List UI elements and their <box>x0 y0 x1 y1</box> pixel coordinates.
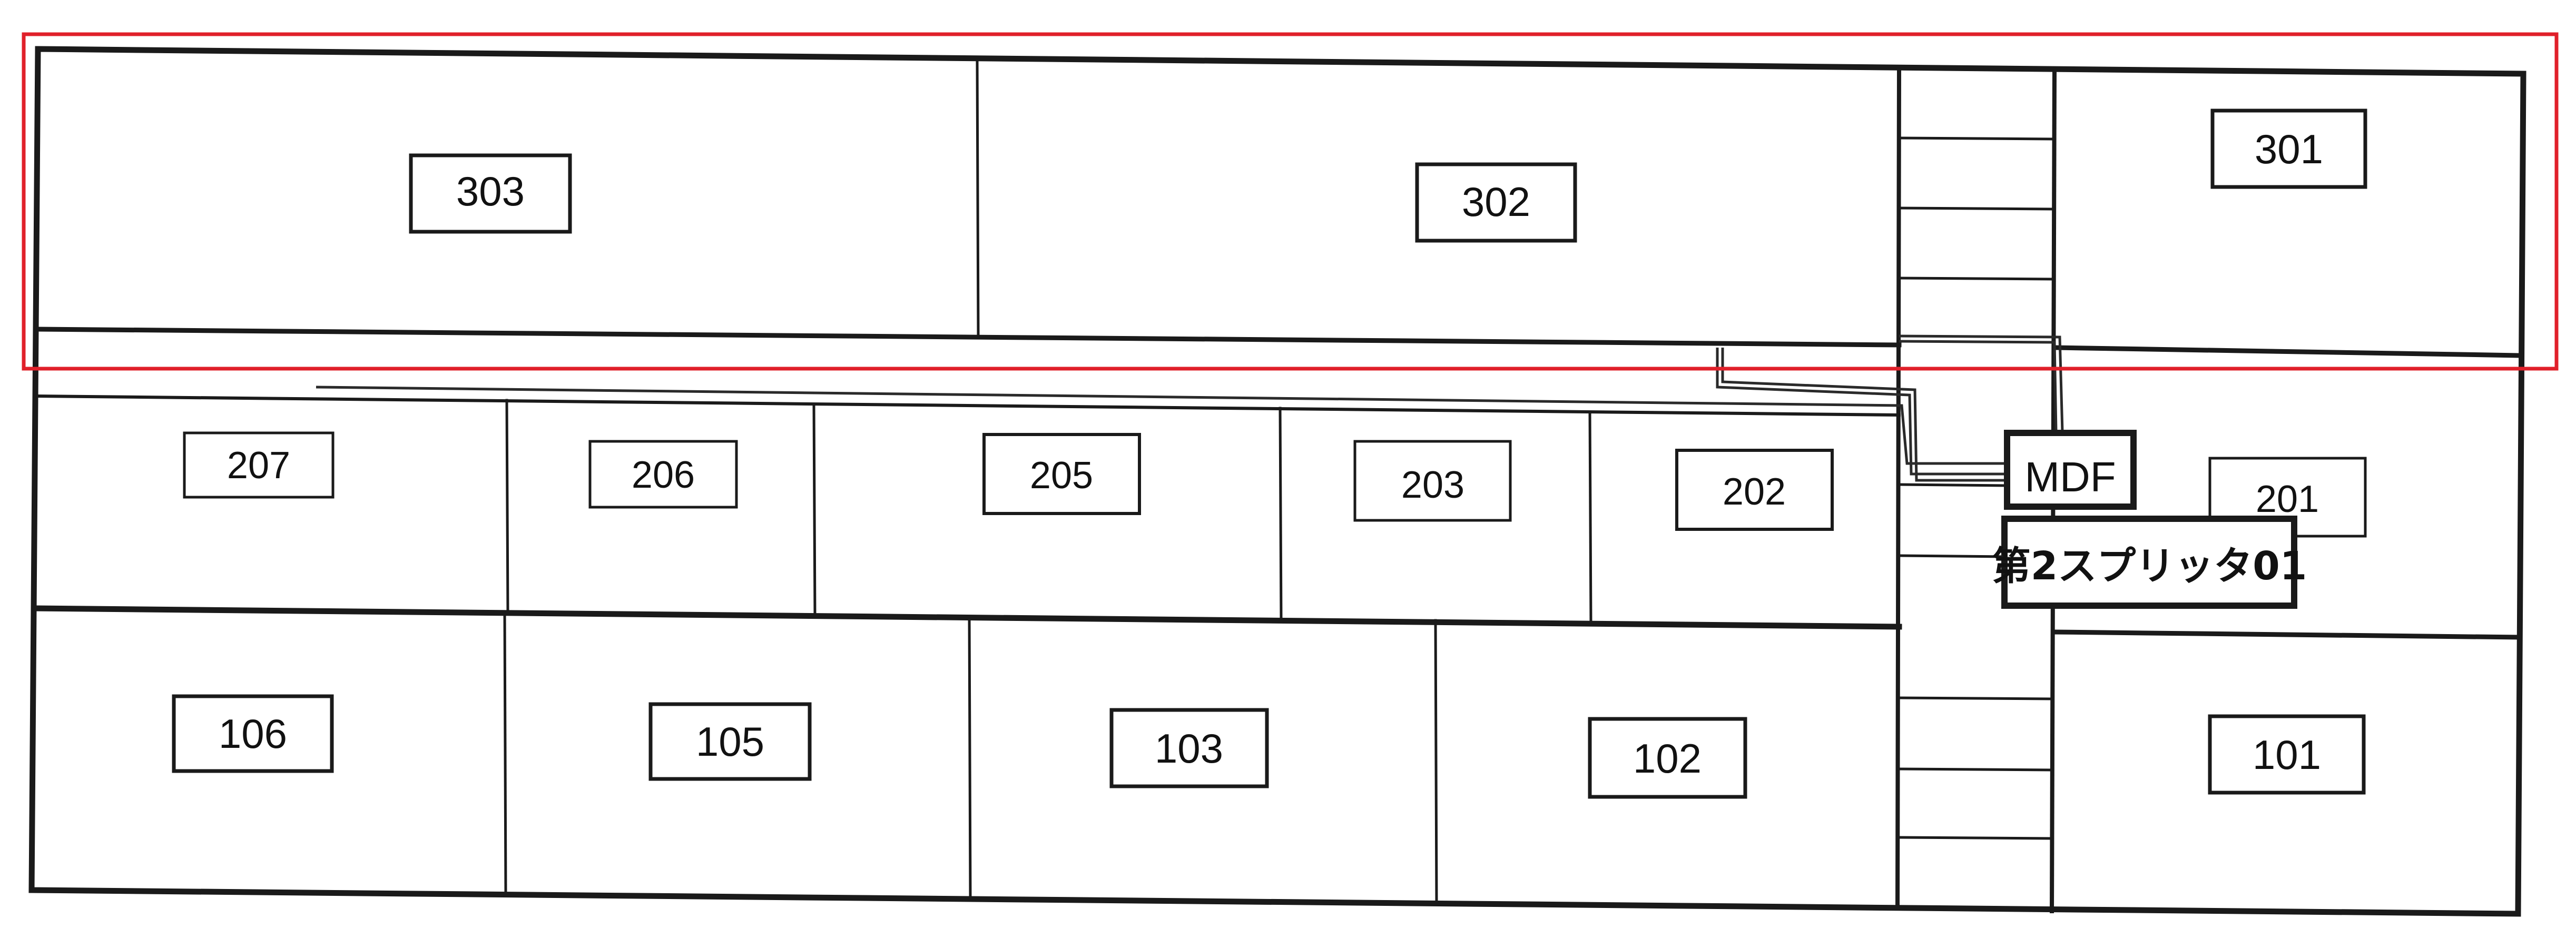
stair-left-wall <box>1895 65 1902 911</box>
wall-row2-bottom <box>32 605 1902 630</box>
divider-303-302 <box>976 61 980 339</box>
room-101[interactable]: 101 <box>2208 714 2366 795</box>
divider-203-202 <box>1588 410 1592 626</box>
divider-206-205 <box>812 404 817 619</box>
building-walls <box>28 46 2526 917</box>
wall-row3-bottom <box>34 327 1902 348</box>
room-103[interactable]: 103 <box>1109 708 1269 788</box>
room-101-label: 101 <box>2253 732 2321 778</box>
divider-207-206 <box>505 399 509 615</box>
room-102[interactable]: 102 <box>1588 717 1747 799</box>
room-203-label: 203 <box>1401 464 1464 506</box>
room-301[interactable]: 301 <box>2210 108 2367 189</box>
wall-row2-top <box>34 394 1901 417</box>
divider-205-203 <box>1279 407 1283 623</box>
highlight-frame <box>22 32 2559 371</box>
outer-wall <box>28 46 2526 917</box>
room-105-label: 105 <box>696 718 764 765</box>
divider-105-103 <box>968 615 972 900</box>
cable-floor3-a <box>1716 348 2007 476</box>
divider-106-105 <box>503 610 507 896</box>
wall-row3-bottom-right <box>2052 345 2523 358</box>
room-105[interactable]: 105 <box>648 702 812 781</box>
room-106-label: 106 <box>219 710 287 757</box>
room-201-label: 201 <box>2256 478 2319 520</box>
room-206[interactable]: 206 <box>588 440 738 509</box>
splitter-label: 第2スプリッタ01 <box>1992 544 2307 589</box>
mdf-box[interactable]: MDF <box>2004 430 2137 510</box>
mdf-label: MDF <box>2024 453 2116 500</box>
cable-stair <box>1899 334 2064 432</box>
wall-row2-bottom-right <box>2052 629 2522 640</box>
room-205-label: 205 <box>1030 455 1093 497</box>
staircase <box>1899 136 2054 840</box>
room-202-label: 202 <box>1723 471 1786 513</box>
room-303[interactable]: 303 <box>409 153 572 234</box>
room-106[interactable]: 106 <box>172 694 334 773</box>
room-206-label: 206 <box>632 454 695 496</box>
room-207[interactable]: 207 <box>183 431 335 499</box>
room-301-label: 301 <box>2255 126 2323 172</box>
room-205[interactable]: 205 <box>982 433 1141 515</box>
room-302[interactable]: 302 <box>1415 162 1577 243</box>
room-202[interactable]: 202 <box>1675 449 1834 531</box>
splitter-box[interactable]: 第2スプリッタ01 <box>1992 516 2307 609</box>
room-302-label: 302 <box>1462 179 1530 225</box>
divider-103-102 <box>1434 619 1438 905</box>
room-102-label: 102 <box>1633 735 1702 782</box>
room-203[interactable]: 203 <box>1353 440 1512 522</box>
room-103-label: 103 <box>1155 725 1223 772</box>
room-303-label: 303 <box>456 168 525 214</box>
cable-floor2 <box>316 386 2007 465</box>
room-207-label: 207 <box>227 445 290 487</box>
cable-stair-b <box>1899 340 2058 432</box>
